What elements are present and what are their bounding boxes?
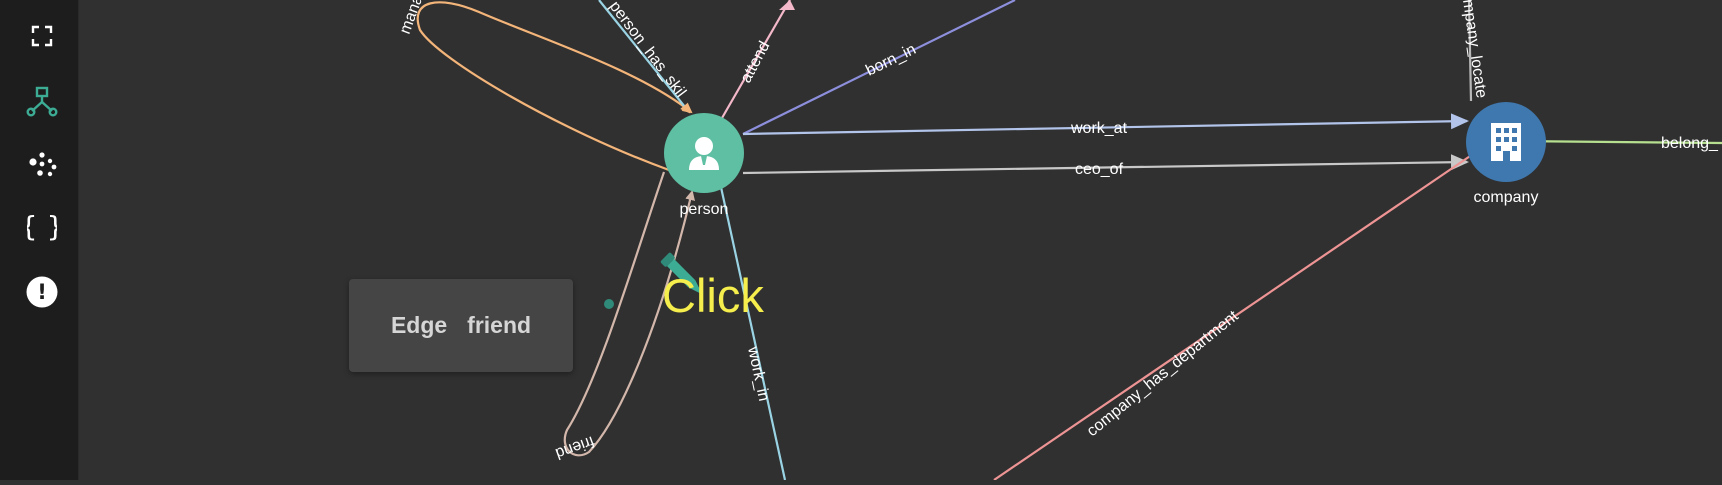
edge-person-has-skill-label: person_has_skil	[606, 0, 689, 101]
node-company-label: company	[1474, 189, 1539, 206]
edge-attend-line[interactable]	[721, 0, 791, 119]
edge-company-located-label: mpany_locate	[1459, 0, 1490, 99]
edge-friend-label: friend	[553, 432, 596, 462]
node-person-label: person	[680, 201, 729, 218]
building-icon	[1491, 123, 1521, 161]
sidebar: { } !	[0, 0, 79, 480]
edge-company-has-department-label: company_has_department	[1084, 307, 1242, 440]
edge-company-located-line[interactable]	[1467, 0, 1473, 102]
drop-icon	[604, 299, 614, 309]
tooltip-type: Edge	[390, 312, 448, 338]
node-company[interactable]: company	[1466, 102, 1546, 206]
edge-company-has-department-line[interactable]	[993, 149, 1480, 481]
eyedropper-icon	[660, 252, 701, 293]
edge-attend-arrow	[779, 0, 795, 10]
edge-born-in-line[interactable]	[742, 0, 1016, 135]
graph-svg: manag person_has_skil attend born_in wor…	[397, 0, 1722, 481]
node-person[interactable]: person	[664, 113, 744, 218]
edge-ceo-of-line[interactable]	[742, 154, 1469, 175]
edge-born-in-label: born_in	[863, 41, 918, 80]
cluster-button[interactable]	[20, 142, 64, 186]
edge-work-at-line[interactable]	[742, 113, 1469, 136]
alert-label: !	[37, 280, 47, 304]
graph-icon	[26, 86, 58, 117]
edge-work-in-line[interactable]	[717, 177, 787, 481]
cluster-icon	[29, 152, 57, 177]
edge-manage-line[interactable]	[416, 1, 693, 172]
edge-person-has-skill-line[interactable]	[598, 0, 691, 114]
tooltip-name: friend	[467, 312, 532, 338]
edge-belong-label: belong_	[1661, 135, 1719, 152]
info-button[interactable]: !	[20, 270, 64, 314]
edge-attend-label: attend	[738, 39, 774, 86]
json-label: { }	[27, 210, 57, 243]
graph-view-button[interactable]	[20, 80, 64, 124]
edge-work-at-label: work_at	[1070, 120, 1128, 137]
click-annotation: Click	[662, 269, 764, 322]
json-button[interactable]: { }	[20, 204, 64, 248]
fullscreen-icon	[31, 25, 53, 47]
edge-work-in-label: work_in	[744, 344, 772, 402]
edge-tooltip: Edge friend	[349, 279, 573, 372]
fullscreen-button[interactable]	[20, 14, 64, 58]
braces-icon: { }	[27, 210, 57, 243]
edge-ceo-of-label: ceo_of	[1075, 161, 1124, 178]
alert-icon: !	[26, 276, 58, 308]
edge-friend-line[interactable]	[563, 171, 696, 457]
graph-canvas[interactable]: manag person_has_skil attend born_in wor…	[79, 0, 1722, 481]
person-icon	[689, 137, 719, 170]
